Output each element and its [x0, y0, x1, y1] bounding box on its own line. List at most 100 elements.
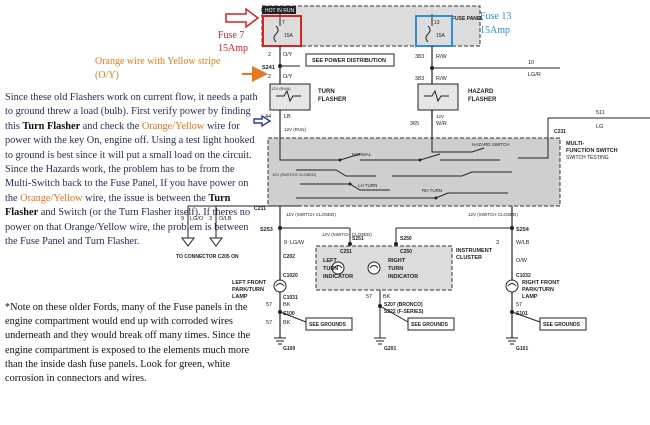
ground-g101: G101 — [516, 346, 528, 352]
instrument-cluster-title1: INSTRUMENT — [456, 248, 493, 254]
fuse7-number: 7 — [282, 20, 285, 26]
see-grounds-middle — [407, 317, 455, 331]
contact-dot-2 — [418, 158, 422, 162]
wire-2-color-lower: O/Y — [283, 74, 293, 80]
fuse7-symbol — [273, 25, 279, 43]
switch-voltage-label: 12V (SWITCH CLOSED) — [272, 172, 317, 177]
see-grounds-right — [539, 317, 587, 331]
left-lamp-l2: PARK/TURN — [232, 287, 264, 293]
hazard-flasher-title2: FLASHER — [468, 97, 497, 103]
splice-s254: S254 — [516, 227, 530, 233]
left-lgw: LG/W — [290, 240, 305, 246]
wire-365-color: W/R — [436, 121, 447, 127]
fuse7-amps: 15A — [284, 33, 294, 39]
wire-44-color: LB — [284, 114, 291, 120]
left-branch: C231 9 LG/O 3 O/LB TO CONNECTOR C205 ON — [176, 205, 300, 260]
turn-flasher-title2: FLASHER — [318, 97, 347, 103]
see-grounds-left-label: SEE GROUNDS — [309, 322, 347, 328]
right-turn-indicator-l2: TURN — [388, 266, 403, 272]
multi-switch-title1: MULTI- — [566, 141, 584, 147]
turn-flasher-arrow-icon — [253, 114, 272, 128]
paragraph-part4: wire, the issue is between the — [82, 192, 209, 204]
connector-arrow-left — [181, 237, 195, 247]
wire-44-note: 12V (RUN) — [284, 127, 307, 132]
g100-ground-symbol — [274, 337, 286, 345]
connector-c250: C250 — [400, 249, 412, 255]
splice-s250: S250 — [400, 236, 412, 242]
fuse13-highlight-box — [415, 15, 453, 47]
left-branch-w3: 3 — [209, 216, 212, 222]
wire-365-number: 365 — [410, 121, 419, 127]
turn-flasher-box — [269, 83, 311, 111]
multi-switch-sub: SWITCH TESTING — [566, 155, 609, 161]
s207-to-grounds — [379, 305, 409, 323]
paragraph-part5: and Switch (or the Turn Flasher itself).… — [5, 207, 251, 248]
right-voltage-closed: 12V (SWITCH CLOSED) — [468, 212, 518, 217]
right-turn-indicator-l1: RIGHT — [388, 258, 406, 264]
fuse13-label-line1: Fuse 13 — [480, 11, 511, 22]
switch-rh-turn-label: RH TURN — [422, 188, 442, 193]
multi-function-switch: MULTI- FUNCTION SWITCH SWITCH TESTING NO… — [267, 137, 618, 207]
right-lamp-l3: LAMP — [522, 294, 538, 300]
switch-lh-turn-label: LH TURN — [358, 183, 377, 188]
s250-dot — [394, 242, 398, 246]
turn-flasher-title1: TURN — [318, 89, 335, 95]
left-bk-b: BK — [283, 320, 291, 326]
wire-2-number: 2 — [268, 52, 271, 58]
right-lamp-bulb — [505, 279, 519, 293]
mid-bk: BK — [383, 294, 391, 300]
switch-normal-label: NORMAL — [352, 152, 372, 157]
switch-hazard-label: HAZARD SWITCH — [472, 142, 510, 147]
right-w3: 3 — [496, 240, 499, 246]
turn-flasher-symbol — [276, 89, 301, 103]
wire-383-color: R/W — [436, 54, 448, 60]
paragraph-turn-flasher-2: Turn Flasher — [5, 192, 231, 219]
see-grounds-middle-label: SEE GROUNDS — [411, 322, 449, 328]
hot-in-run-label: HOT IN RUN — [265, 8, 294, 14]
left-branch-c9: LG/O — [190, 216, 204, 222]
fuse13-amps: 15A — [436, 33, 446, 39]
wire-383-color-lower: R/W — [436, 76, 448, 82]
connector-c1032: C1032 — [516, 273, 531, 279]
fuse7-highlight-box — [262, 15, 302, 47]
wire-10-color: LG/R — [528, 72, 541, 78]
splice-s253: S253 — [260, 227, 273, 233]
connector-c1031: C1031 — [283, 295, 298, 301]
connector-c202: C202 — [283, 254, 295, 260]
instruction-paragraph: Since these old Flashers work on current… — [5, 91, 259, 249]
see-grounds-left — [305, 317, 353, 331]
left-turn-indicator-l1: LEFT — [323, 258, 337, 264]
ground-g100: G100 — [283, 346, 295, 352]
splice-s100: S100 — [283, 311, 295, 317]
paragraph-part1: Since these old Flashers work on current… — [5, 92, 258, 132]
hot-in-run-tag — [262, 6, 296, 14]
left-bulb-filament — [333, 265, 343, 269]
contact-dot-4 — [434, 196, 438, 200]
wire-2-color: O/Y — [283, 52, 293, 58]
c251-volt: 12V (SWITCH CLOSED) — [322, 232, 372, 237]
left-lamp-l3: LAMP — [232, 294, 248, 300]
right-lamp-filament — [507, 283, 517, 287]
see-power-distribution-label: SEE POWER DISTRIBUTION — [312, 58, 386, 64]
connector-c251: C251 — [340, 249, 352, 255]
wire-511-color: LG — [596, 124, 603, 130]
right-bulb-filament — [369, 265, 379, 269]
paragraph-turn-flasher-1: Turn Flasher — [22, 120, 81, 132]
left-w9: 9 — [284, 240, 287, 246]
wire-383-number-lower: 383 — [415, 76, 424, 82]
g201-ground-symbol — [374, 337, 386, 345]
left-lamp-filament — [275, 283, 285, 287]
fuse7-label-line2: 15Amp — [218, 43, 248, 54]
right-lamp-l2: PARK/TURN — [522, 287, 554, 293]
wire-44-number: 44 — [265, 114, 271, 120]
left-indicator-bulb — [331, 261, 345, 275]
left-turn-indicator-l3: INDICATOR — [323, 274, 353, 280]
hazard-flasher: HAZARD FLASHER — [417, 83, 497, 111]
left-branch-c231: C231 — [254, 206, 266, 212]
contact-dot-3 — [348, 182, 352, 186]
left-turn-indicator-l2: TURN — [323, 266, 338, 272]
left-lamp-bulb — [273, 279, 287, 293]
splice-s251: S251 — [352, 236, 364, 242]
annotations: Fuse 7 15Amp Fuse 13 15Amp Orange wire w… — [95, 7, 511, 128]
